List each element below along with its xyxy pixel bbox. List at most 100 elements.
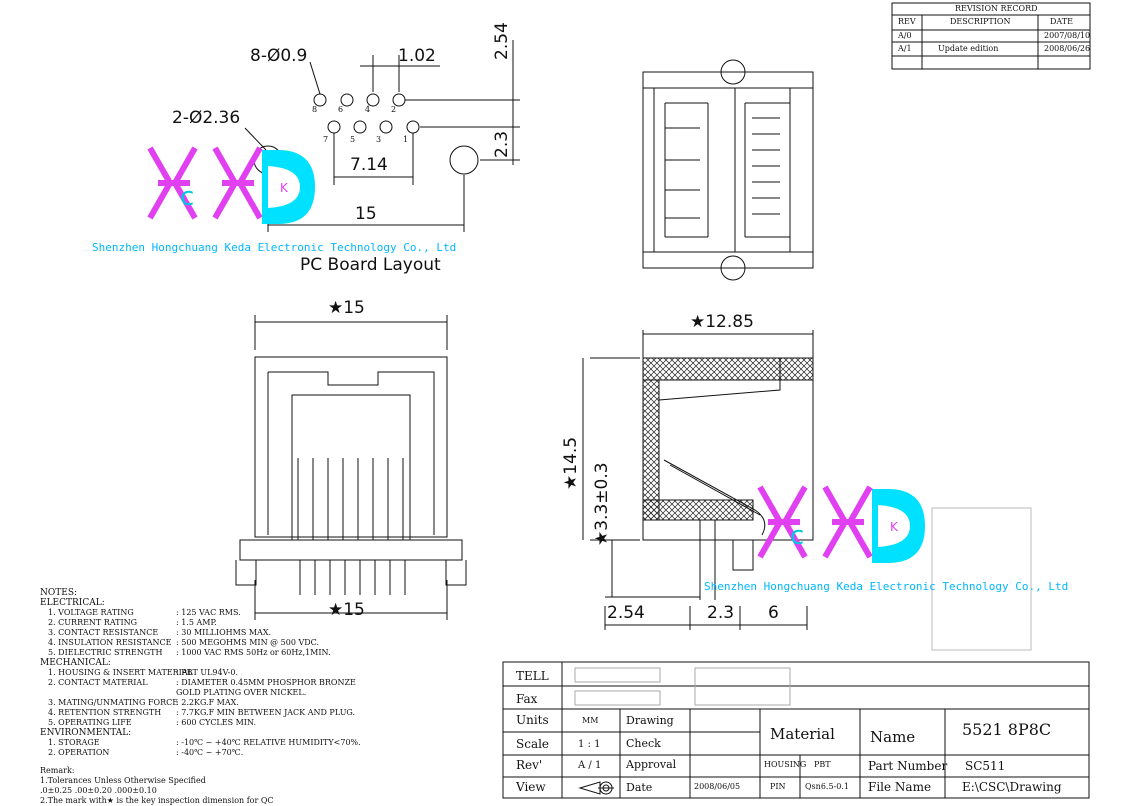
tb-date-value: 2008/06/05 [694,782,741,791]
revision-row-rev: A/0 [898,31,912,40]
dim-714-label: 7.14 [350,155,388,175]
notes-key: 5. OPERATING LIFE [48,718,132,727]
dim-holes-label: 8-Ø0.9 [250,46,308,66]
notes-environmental-title: ENVIRONMENTAL: [40,728,132,738]
notes-value: : DIAMETER 0.45MM PHOSPHOR BRONZE [176,678,356,687]
notes-row: GOLD PLATING OVER NICKEL. [40,688,361,698]
pin-label: 6 [338,105,344,114]
notes-title: NOTES: [40,588,78,598]
revision-header-date: DATE [1050,17,1073,26]
side-height: ★14.5 [561,436,581,490]
view-symbol-icon [579,781,615,795]
notes-key: 2. CONTACT MATERIAL [48,678,148,687]
side-depth: ★12.85 [690,312,754,332]
svg-text:K: K [280,181,289,195]
revision-title: REVISION RECORD [955,4,1038,13]
tb-file-name: File Name [868,780,932,794]
tb-rev-value: A / 1 [578,760,602,771]
pin-label: 2 [391,105,397,114]
tb-housing-value: PBT [814,760,831,769]
front-width-bottom: ★15 [328,600,365,620]
dim-23-label: 2.3 [492,130,512,158]
tb-date: Date [626,781,653,794]
notes-key: 1. STORAGE [48,738,100,747]
notes-key: 2. CURRENT RATING [48,618,138,627]
tb-scale: Scale [516,737,550,751]
notes-row: 1. HOUSING & INSERT MATERIAL: PBT UL94V-… [40,668,361,678]
notes-key: 2. OPERATION [48,748,110,757]
notes-row: 5. DIELECTRIC STRENGTH: 1000 VAC RMS 50H… [40,648,361,658]
tb-material: Material [770,725,835,743]
notes-value: : -10℃ ~ +40℃ RELATIVE HUMIDITY<70%. [176,738,361,747]
watermark-logo-1: c K [147,146,315,224]
dim-pitch-label: 1.02 [398,46,436,66]
tb-part-number: Part Number [868,759,948,773]
tb-pin: PIN [770,782,786,791]
notes-row: 5. OPERATING LIFE : 600 CYCLES MIN. [40,718,361,728]
revision-row-rev: A/1 [898,44,912,53]
revision-row-date: 2008/06/26 [1044,44,1091,53]
watermark-company: Shenzhen Hongchuang Keda Electronic Tech… [92,241,457,254]
tb-name: Name [870,728,916,746]
notes-key: 1. HOUSING & INSERT MATERIAL [48,668,193,677]
pin-label: 1 [403,135,409,144]
notes-block: NOTES: ELECTRICAL: 1. VOLTAGE RATING : 12… [40,588,361,806]
tb-pin-value: Qsn6.5-0.1 [805,782,849,791]
tb-scale-value: 1 : 1 [578,739,601,750]
notes-row: 3. MATING/UNMATING FORCE: 2.2KG.F MAX. [40,698,361,708]
notes-row: 4. INSULATION RESISTANCE : 500 MEGOHMS MI… [40,638,361,648]
notes-value: : 600 CYCLES MIN. [176,718,256,727]
notes-value: : 1000 VAC RMS 50Hz or 60Hz,1MIN. [176,648,331,657]
svg-text:c: c [790,521,804,551]
side-dim-6: 6 [768,603,779,623]
front-width-top: ★15 [328,298,365,318]
revision-row-date: 2007/08/10 [1044,31,1091,40]
dim-15-label: 15 [355,204,377,224]
notes-electrical-title: ELECTRICAL: [40,598,105,608]
tb-fax: Fax [516,692,538,706]
notes-value: : 1.5 AMP. [176,618,217,627]
notes-key [40,688,176,698]
tb-approval: Approval [626,758,677,771]
tb-part-number-value: SC511 [965,759,1006,773]
tb-drawing: Drawing [626,714,674,727]
notes-value: : 500 MEGOHMS MIN @ 500 VDC. [176,638,320,647]
watermark-logo-2: c K [757,485,925,563]
tb-check: Check [626,737,661,750]
notes-row: 3. CONTACT RESISTANCE : 30 MILLIOHMS MAX. [40,628,361,638]
tb-rev: Rev' [516,758,543,772]
tb-units: Units [516,713,549,727]
notes-key: 1. VOLTAGE RATING [48,608,134,617]
notes-value: : 125 VAC RMS. [176,608,241,617]
notes-value: : PBT UL94V-0. [176,668,238,677]
notes-electrical-list: 1. VOLTAGE RATING: 125 VAC RMS.2. CURREN… [40,608,361,658]
notes-row: 4. RETENTION STRENGTH: 7.7KG.F MIN BETWE… [40,708,361,718]
layout-title: PC Board Layout [300,255,441,275]
notes-row: 2. CURRENT RATING : 1.5 AMP. [40,618,361,628]
revision-header-desc: DESCRIPTION [950,17,1011,26]
notes-mechanical-title: MECHANICAL: [40,658,111,668]
dim-mount-label: 2-Ø2.36 [172,108,241,128]
pin-label: 8 [312,105,318,114]
tb-name-value: 5521 8P8C [962,720,1052,739]
side-dim-23: 2.3 [707,603,735,623]
notes-value: : -40℃ ~ +70℃. [176,748,244,757]
notes-value: : 30 MILLIOHMS MAX. [176,628,272,637]
tb-tell: TELL [516,669,549,683]
notes-key: 4. RETENTION STRENGTH [48,708,162,717]
notes-mechanical-list: 1. HOUSING & INSERT MATERIAL: PBT UL94V-… [40,668,361,728]
remark-1-tolerances: .0±0.25 .00±0.20 .000±0.10 [40,786,157,795]
side-pin-length: ★3.3±0.3 [592,462,612,546]
notes-key: 4. INSULATION RESISTANCE [48,638,172,647]
notes-row: 2. CONTACT MATERIAL : DIAMETER 0.45MM PHO… [40,678,361,688]
revision-header-rev: REV [898,17,916,26]
pin-label: 4 [365,105,371,114]
tb-file-name-value: E:\CSC\Drawing [962,780,1062,794]
pin-label: 3 [376,135,382,144]
side-dim-254: 2.54 [607,603,645,623]
notes-key: 3. CONTACT RESISTANCE [48,628,159,637]
remark-2: 2.The mark with★ is the key inspection d… [40,796,274,805]
notes-row: 1. VOLTAGE RATING : 125 VAC RMS. [40,608,361,618]
notes-key: 3. MATING/UNMATING FORCE [48,698,179,707]
svg-text:K: K [890,520,899,534]
